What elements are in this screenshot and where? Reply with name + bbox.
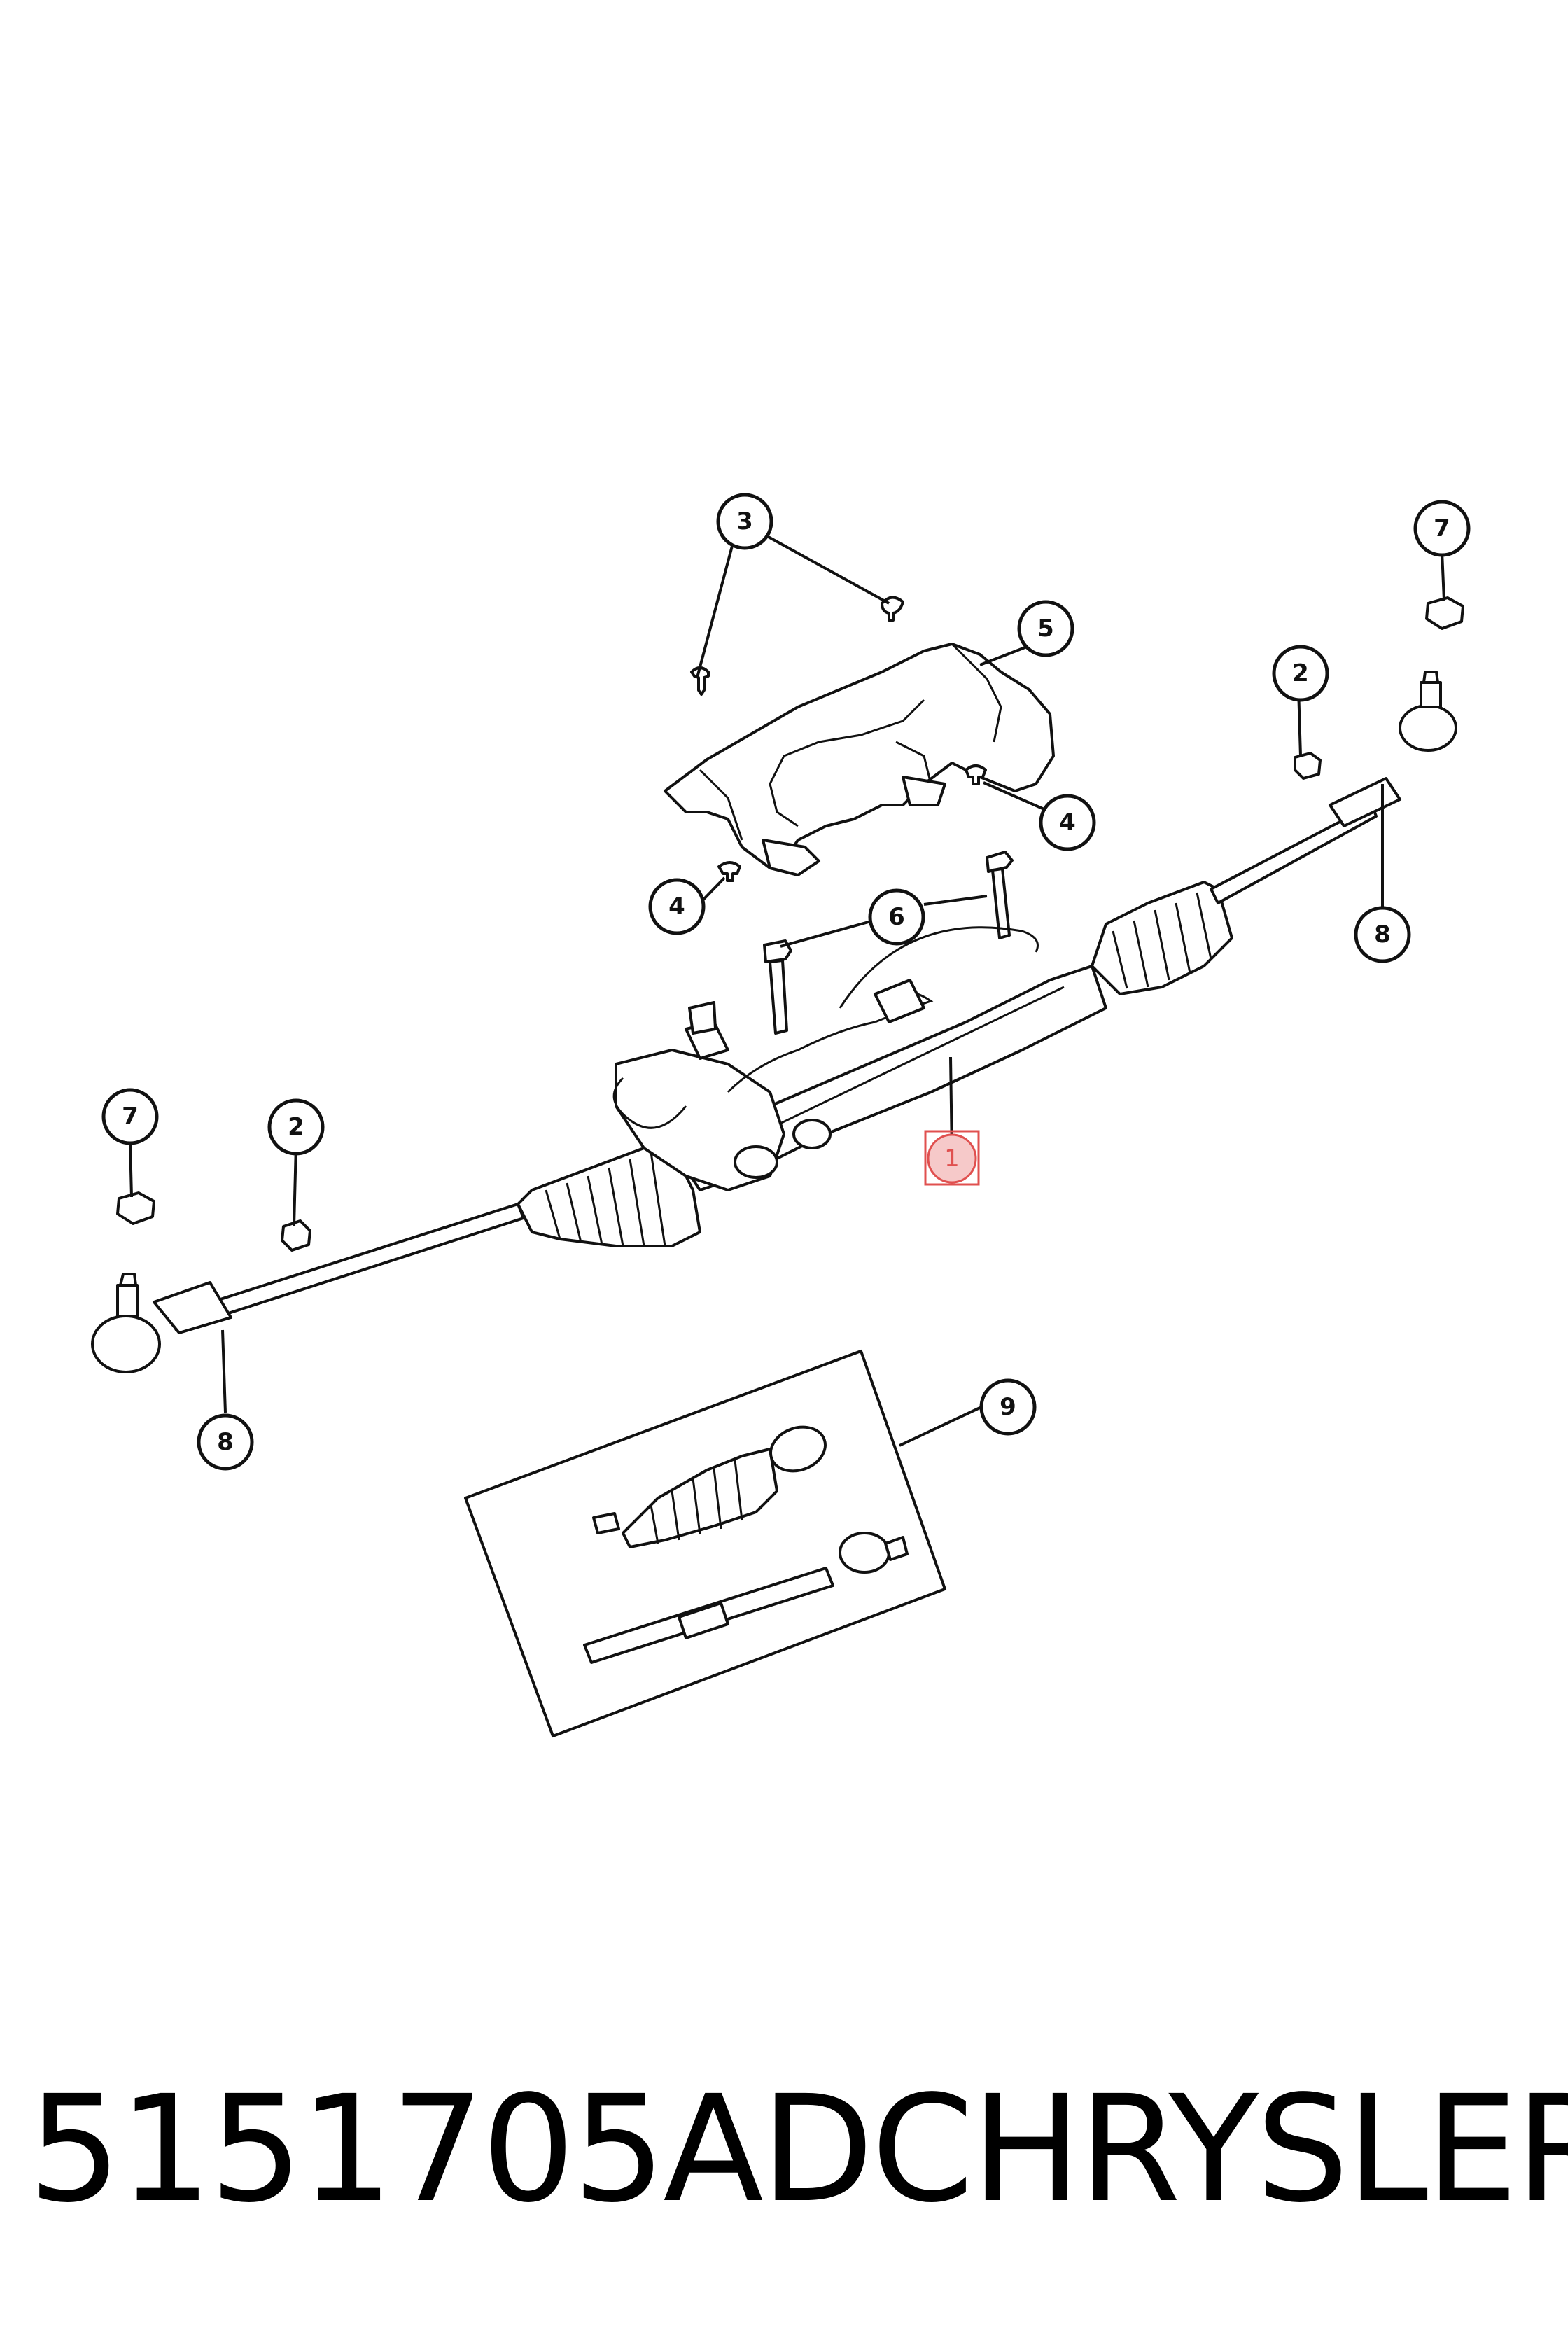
callout-3-label: 3 <box>736 507 753 536</box>
callout-8-right-label: 8 <box>1374 920 1391 948</box>
callout-4-right-label: 4 <box>1059 808 1076 836</box>
nuts <box>116 596 1464 1252</box>
callout-7-right-label: 7 <box>1434 514 1450 542</box>
callout-2-right[interactable]: 2 <box>1272 645 1329 702</box>
callout-5[interactable]: 5 <box>1017 600 1074 657</box>
callout-7-right[interactable]: 7 <box>1413 500 1471 557</box>
callout-3[interactable]: 3 <box>716 493 774 550</box>
steering-gear-assembly <box>91 671 1457 1373</box>
callout-8-left[interactable]: 8 <box>197 1413 254 1471</box>
callout-1-label: 1 <box>944 1144 960 1172</box>
callout-5-label: 5 <box>1037 615 1054 643</box>
callout-2-right-label: 2 <box>1292 659 1309 687</box>
steering-rack-diagram: 1 2 2 3 4 4 5 6 7 7 8 8 <box>91 493 1471 1737</box>
callout-6-label: 6 <box>888 903 905 931</box>
callout-6[interactable]: 6 <box>868 888 925 946</box>
callout-1[interactable]: 1 <box>924 1130 980 1186</box>
callout-8-left-label: 8 <box>217 1428 234 1456</box>
callout-7-left[interactable]: 7 <box>102 1088 159 1145</box>
callout-9-label: 9 <box>1000 1393 1016 1421</box>
caption: 5151705AD CHRYSLER <box>28 2058 1568 2240</box>
leader-lines <box>129 531 1446 1447</box>
push-pin-fasteners <box>690 596 987 882</box>
callout-4-left-label: 4 <box>668 892 685 920</box>
callout-7-left-label: 7 <box>122 1102 139 1130</box>
inner-tie-rod-kit-box <box>464 1350 946 1737</box>
part-number: 5151705AD <box>28 2063 874 2235</box>
callout-9[interactable]: 9 <box>979 1378 1037 1436</box>
heat-shield <box>664 643 1055 876</box>
callout-4-right[interactable]: 4 <box>1039 794 1096 851</box>
callout-2-left[interactable]: 2 <box>267 1098 325 1156</box>
callout-8-right[interactable]: 8 <box>1354 906 1411 963</box>
callout-4-left[interactable]: 4 <box>648 878 706 935</box>
callout-2-left-label: 2 <box>288 1113 304 1141</box>
brand-name: CHRYSLER <box>871 2063 1568 2235</box>
